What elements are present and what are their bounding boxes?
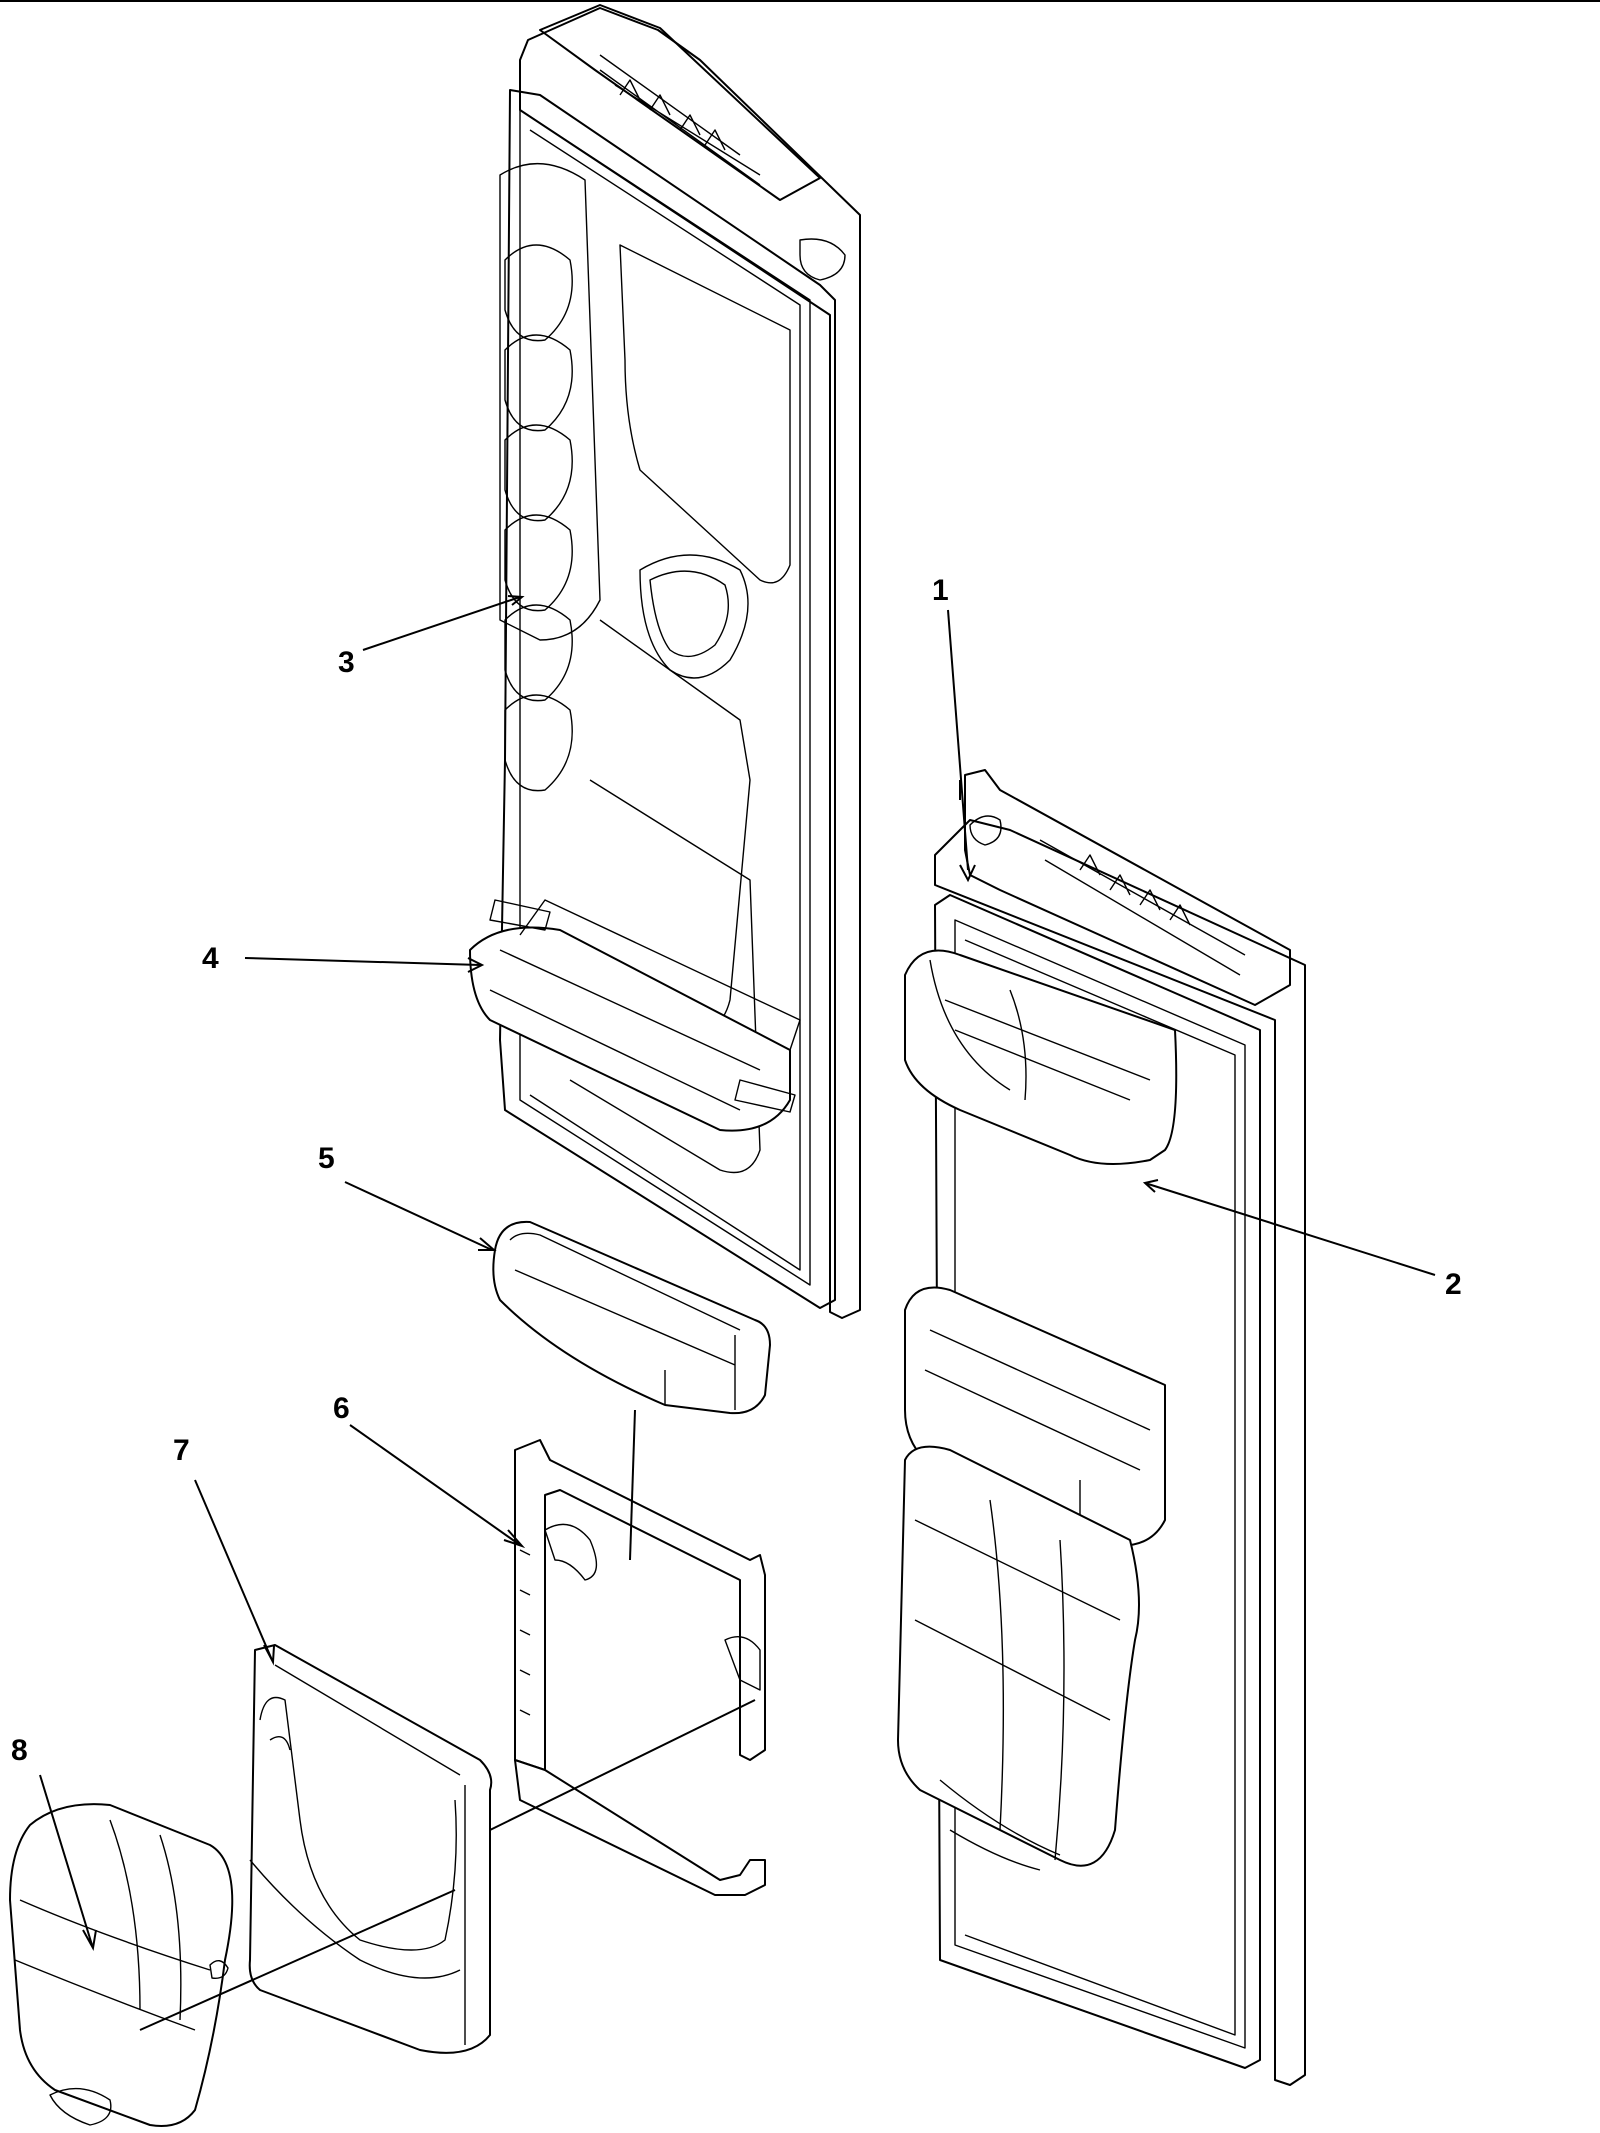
callout-2: 2 (1445, 1268, 1462, 1301)
leader-5 (344, 1181, 497, 1251)
callout-8: 8 (11, 1734, 28, 1767)
leader-1 (947, 609, 976, 883)
leader-7 (194, 1479, 275, 1666)
right-door (897, 769, 1306, 2086)
alignment-line-7-8 (139, 1889, 456, 2031)
small-cover-bin (9, 1803, 234, 2127)
left-door (469, 4, 861, 1319)
small-bin (492, 1220, 771, 1415)
bin-housing (514, 1439, 766, 1896)
can-rack (499, 163, 601, 792)
leader-lines (39, 595, 1436, 2031)
leader-8 (39, 1774, 97, 1951)
door-shelf (469, 899, 801, 1132)
leader-4 (244, 957, 485, 973)
leader-6 (349, 1424, 526, 1549)
large-door-bin (248, 1644, 493, 2054)
alignment-line-6-7 (489, 1699, 756, 1831)
leader-2 (1142, 1179, 1436, 1276)
callout-7: 7 (173, 1434, 190, 1467)
gallon-bin (897, 1445, 1140, 1871)
dairy-compartment (904, 949, 1178, 1165)
callout-1: 1 (932, 574, 949, 607)
leader-3 (362, 595, 525, 651)
callout-4: 4 (202, 942, 219, 975)
callout-6: 6 (333, 1392, 350, 1425)
callout-5: 5 (318, 1142, 335, 1175)
callout-3: 3 (338, 646, 355, 679)
callouts: 1 2 3 4 5 6 7 8 (11, 574, 1462, 1767)
alignment-line-5-6 (629, 1409, 636, 1561)
